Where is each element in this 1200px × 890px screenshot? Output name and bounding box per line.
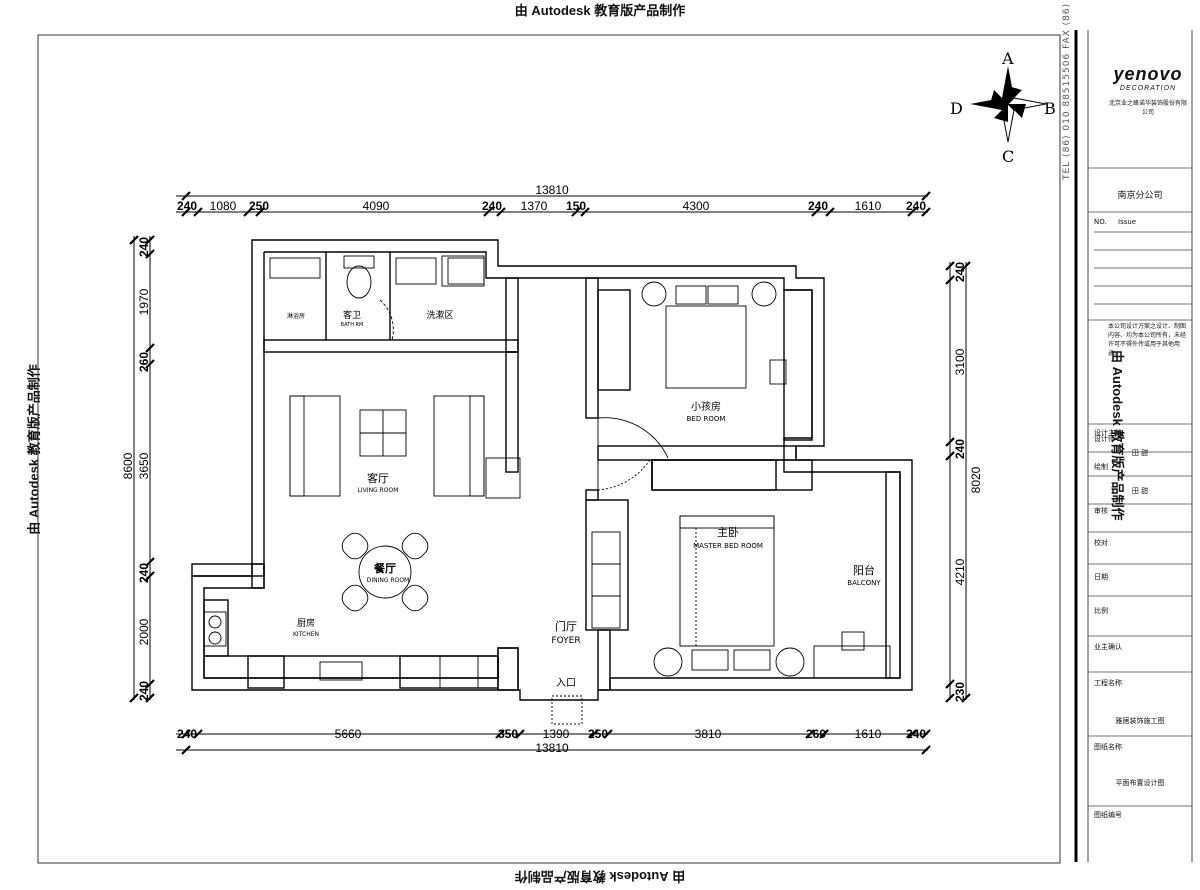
dim-bottom-4: 1390 xyxy=(543,727,570,741)
dim-top-6: 1370 xyxy=(521,199,548,213)
dim-bottom-7: 260 xyxy=(806,727,826,741)
dim-top-9: 240 xyxy=(808,199,828,213)
drafter-label: 绘制 xyxy=(1094,463,1108,471)
label-balcony-en: BALCONY xyxy=(847,579,881,587)
label-entry: 入口 xyxy=(556,678,576,689)
dim-bottom-5: 250 xyxy=(588,727,608,741)
drawing-label: 图纸名称 xyxy=(1094,743,1122,751)
label-living-en: LIVING ROOM xyxy=(358,487,399,494)
dim-top-10: 1610 xyxy=(855,199,882,213)
dim-top-5: 240 xyxy=(482,199,502,213)
check-label: 校对 xyxy=(1094,539,1108,547)
dim-right-2: 3100 xyxy=(953,348,967,375)
dim-bottom-9: 240 xyxy=(906,727,926,741)
watermark-top: 由 Autodesk 教育版产品制作 xyxy=(514,3,686,18)
label-foyer: 门厅 xyxy=(555,619,577,633)
dim-bottom-8: 1610 xyxy=(855,727,882,741)
date-label: 日期 xyxy=(1094,573,1108,581)
dim-left-4: 3650 xyxy=(137,452,151,479)
dim-top-2: 1080 xyxy=(210,199,237,213)
dim-right-5: 230 xyxy=(953,682,967,702)
label-foyer-en: FOYER xyxy=(551,636,580,646)
label-kid-room: 小孩房 xyxy=(691,400,721,413)
compass-d: D xyxy=(950,99,963,118)
company-logo: yenovo DECORATION 北京业之峰诺华装饰股份有限公司 xyxy=(1108,64,1188,116)
label-dining-en: DINING ROOM xyxy=(367,577,409,584)
designer-label: 设计师 xyxy=(1094,435,1115,443)
label-shower: 淋浴房 xyxy=(287,312,305,320)
dim-left-5: 240 xyxy=(137,563,151,583)
dim-right-3: 240 xyxy=(953,439,967,459)
title-block: 南京分公司 NO. Issue 本公司设计方案之设计、制图内容、均为本公司所有，… xyxy=(1088,30,1192,860)
dim-left-total: 8600 xyxy=(121,452,135,479)
dim-top-8: 4300 xyxy=(683,199,710,213)
project-label: 工程名称 xyxy=(1094,679,1122,687)
label-bath: 客卫 xyxy=(343,309,361,321)
dim-left-6: 2000 xyxy=(137,618,151,645)
dim-bottom-total: 13810 xyxy=(535,741,569,755)
logo-sub: DECORATION xyxy=(1119,85,1177,92)
dim-top-11: 240 xyxy=(906,199,926,213)
branch-name: 南京分公司 xyxy=(1117,191,1163,201)
scale-label: 比例 xyxy=(1094,607,1108,615)
label-living: 客厅 xyxy=(367,471,389,485)
dim-top-total: 13810 xyxy=(535,183,569,197)
label-wash: 洗漱区 xyxy=(426,309,453,321)
label-balcony: 阳台 xyxy=(853,563,875,577)
phone-fax-text: TEL (86) 010 88515506 FAX (86) 010 87217… xyxy=(1062,0,1072,180)
drawing-name: 平面布置设计图 xyxy=(1115,779,1165,787)
drafter-name: 田 甜 xyxy=(1131,487,1149,495)
label-kitchen: 厨房 xyxy=(297,617,315,629)
label-master: 主卧 xyxy=(717,526,739,539)
company-name: 北京业之峰诺华装饰股份有限公司 xyxy=(1108,101,1187,116)
dim-bottom-1: 240 xyxy=(177,727,197,741)
no-label: NO. xyxy=(1094,218,1107,226)
logo-main: yenovo xyxy=(1113,64,1183,84)
label-kitchen-en: KITCHEN xyxy=(293,631,319,638)
designer-lead-label: 设计主持 xyxy=(1094,429,1122,437)
dim-top-3: 250 xyxy=(249,199,269,213)
compass-b: B xyxy=(1044,99,1056,118)
dim-right-4: 4210 xyxy=(953,558,967,585)
dim-top-7: 150 xyxy=(566,199,586,213)
fixtures xyxy=(203,255,891,725)
review-label: 审核 xyxy=(1094,507,1108,515)
doors xyxy=(379,299,669,491)
dim-right-1: 240 xyxy=(953,262,967,282)
compass-a: A xyxy=(1001,49,1014,68)
label-dining: 餐厅 xyxy=(373,561,396,575)
label-kid-room-en: BED ROOM xyxy=(687,415,726,423)
copyright-notice: 本公司设计方案之设计、制图内容、均为本公司所有，未经许可不得外传或用于其他用途。 xyxy=(1108,323,1187,357)
dim-bottom-6: 3810 xyxy=(695,727,722,741)
owner-label: 业主确认 xyxy=(1094,643,1122,651)
compass-c: C xyxy=(1002,147,1014,166)
dim-left-2: 1970 xyxy=(137,288,151,315)
walls xyxy=(191,239,913,701)
dim-right-total: 8020 xyxy=(969,466,983,493)
label-bath-en: BATH RM xyxy=(341,322,364,328)
label-master-en: MASTER BED ROOM xyxy=(693,542,763,550)
dim-left-3: 260 xyxy=(137,352,151,372)
issue-label: Issue xyxy=(1118,218,1137,226)
dim-left-1: 240 xyxy=(137,237,151,257)
compass-icon xyxy=(970,66,1047,143)
dim-bottom-3: 350 xyxy=(498,727,518,741)
project-name: 雅居装饰施工图 xyxy=(1115,717,1165,725)
dim-left-7: 240 xyxy=(137,681,151,701)
drawing-frame xyxy=(37,34,1061,864)
drawing-no-label: 图纸编号 xyxy=(1094,811,1122,819)
designer-name: 田 甜 xyxy=(1131,449,1149,457)
dim-top-1: 240 xyxy=(177,199,197,213)
dim-top-4: 4090 xyxy=(363,199,390,213)
dim-bottom-2: 5660 xyxy=(335,727,362,741)
